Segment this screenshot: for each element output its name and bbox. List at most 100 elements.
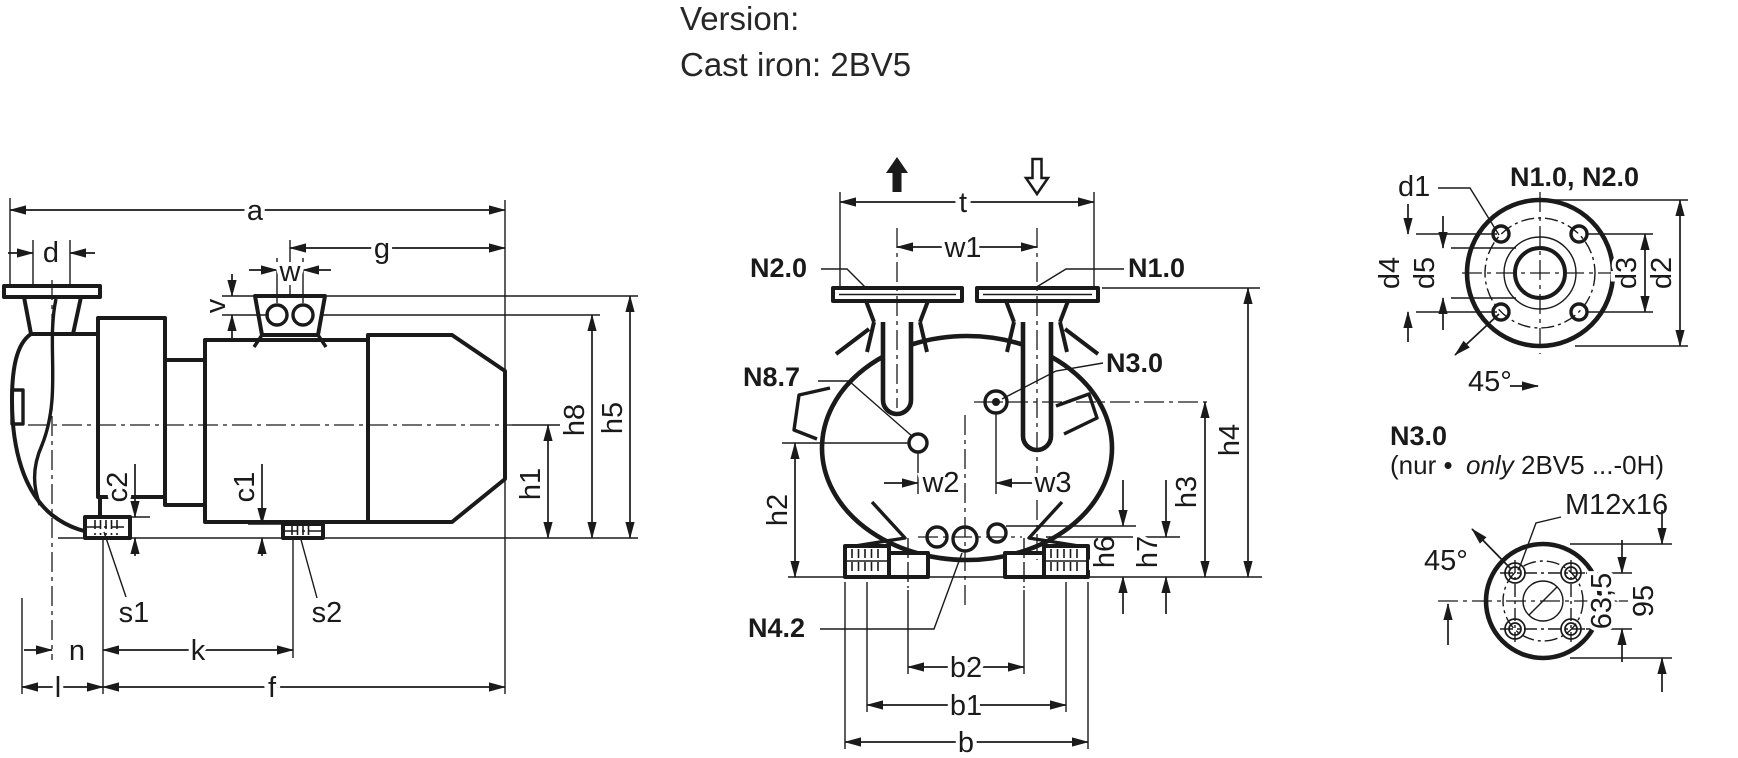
callout-n42: N4.2	[748, 552, 963, 643]
side-view-body	[2, 284, 638, 540]
title-line2: Cast iron: 2BV5	[680, 46, 911, 83]
dim-d: d	[8, 233, 95, 284]
bracket-right	[1055, 392, 1099, 436]
terminal-box-leg	[316, 334, 328, 348]
dim-label-b: b	[958, 727, 974, 758]
dim-63-5: 63,5	[1582, 540, 1632, 662]
dim-c1: c1	[225, 464, 281, 556]
dim-v: v	[196, 274, 269, 338]
dim-label-b2: b2	[950, 652, 982, 684]
dim-95: 95	[1570, 510, 1672, 692]
callout-n10: N1.0	[1034, 253, 1185, 289]
n30-detail-view: N3.0 (nur • only 2BV5 ...-0H) M12x16	[1390, 421, 1672, 692]
dim-k: k	[102, 631, 294, 671]
pump-side-view: a d g w v h8	[2, 191, 638, 708]
dim-b2: b2	[907, 590, 1025, 688]
n30-heading: N3.0	[1390, 421, 1447, 451]
dim-label-d: d	[43, 237, 59, 269]
dim-f: f	[102, 668, 506, 708]
dim-label-w2: w2	[921, 467, 959, 499]
dim-h2: h2	[758, 442, 908, 578]
dim-label-w3: w3	[1033, 467, 1071, 499]
flange-face	[1462, 192, 1618, 354]
port-n30-center	[992, 398, 1000, 406]
flange-detail-view: N1.0, N2.0 d1 d4 d5	[1370, 162, 1688, 398]
dim-label-n: n	[69, 635, 85, 667]
n30-note-italic: only	[1466, 450, 1516, 480]
dim-w: w	[249, 252, 331, 303]
suction-casing	[10, 332, 102, 535]
foot-rear-thread-hatch	[285, 526, 321, 536]
dim-t: t	[839, 183, 1095, 286]
pump-front-view: t w1 N2.0 N1.0 N8.7 N3.0 N4.2	[743, 157, 1262, 758]
label-n87: N8.7	[743, 362, 800, 392]
dim-label-k: k	[191, 635, 206, 667]
label-n20: N2.0	[750, 253, 807, 283]
label-n42: N4.2	[748, 613, 805, 643]
dim-d4: d4	[1370, 204, 1497, 342]
n30-note: (nur • only 2BV5 ...-0H)	[1390, 450, 1664, 480]
dim-label-t: t	[959, 187, 967, 219]
foot-front-thread-hatch	[87, 520, 128, 535]
dim-h8: h8	[320, 314, 600, 539]
dim-l: l	[21, 668, 104, 708]
casing-tab	[10, 388, 25, 426]
title-block: Version: Cast iron: 2BV5	[680, 0, 911, 83]
dim-w2: w2	[884, 452, 964, 503]
foot-left-hatch	[847, 549, 888, 573]
dim-label-h4: h4	[1214, 424, 1246, 456]
n30-note-prefix: (nur •	[1390, 450, 1453, 480]
label-n10: N1.0	[1128, 253, 1185, 283]
n30-flange-face	[1438, 541, 1650, 661]
title-line1: Version:	[680, 0, 799, 37]
dim-h5: h5	[327, 295, 638, 539]
angle-label-n30: 45°	[1424, 545, 1468, 577]
shoulder-right	[1063, 327, 1100, 356]
pump-housing	[96, 316, 167, 499]
dim-label-h5: h5	[597, 402, 629, 434]
dim-label-c1: c1	[229, 472, 261, 503]
dim-w3: w3	[995, 413, 1076, 503]
callout-n87: N8.7	[743, 362, 929, 454]
bearing-bracket	[163, 358, 207, 507]
dim-h4: h4	[1102, 287, 1260, 578]
suction-arrow-icon	[1023, 157, 1051, 197]
label-n30: N3.0	[1106, 348, 1163, 378]
flange-detail-heading: N1.0, N2.0	[1510, 162, 1639, 192]
terminal-box-leg	[252, 334, 264, 348]
dim-label-l: l	[55, 672, 61, 704]
dim-g: g	[289, 229, 506, 294]
dim-label-h6: h6	[1089, 536, 1121, 568]
dim-c2: c2	[98, 464, 150, 556]
angle-45-n30: 45°	[1424, 528, 1512, 645]
dim-label-a: a	[247, 195, 264, 227]
dim-label-w1: w1	[943, 232, 981, 264]
dim-label-b1: b1	[950, 690, 982, 722]
dim-b1: b1	[866, 582, 1067, 726]
thread-label: M12x16	[1565, 489, 1668, 521]
dim-label-d5: d5	[1409, 257, 1441, 289]
dim-d2: d2	[1545, 199, 1688, 347]
angle-label-flange: 45°	[1468, 366, 1512, 398]
dim-label-h7: h7	[1132, 536, 1164, 568]
dim-label-d1: d1	[1398, 171, 1430, 203]
dim-h6: h6	[1006, 480, 1136, 614]
bracket-left	[792, 386, 831, 441]
dim-d3: d3	[1587, 233, 1653, 313]
dim-label-v: v	[200, 298, 232, 313]
dim-label-c2: c2	[102, 472, 134, 503]
dim-label-h1: h1	[515, 468, 547, 500]
dim-d5: d5	[1405, 216, 1516, 330]
front-view-body	[788, 286, 1262, 579]
discharge-arrow-icon	[886, 157, 908, 192]
callout-n20: N2.0	[750, 253, 867, 289]
dim-label-d2: d2	[1646, 257, 1678, 289]
callout-n30: N3.0	[983, 348, 1163, 415]
dim-label-h3: h3	[1171, 476, 1203, 508]
shoulder-left	[834, 327, 871, 356]
fan-cover	[366, 333, 507, 524]
dim-h7: h7	[1046, 480, 1180, 614]
dim-label-d4: d4	[1374, 257, 1406, 289]
